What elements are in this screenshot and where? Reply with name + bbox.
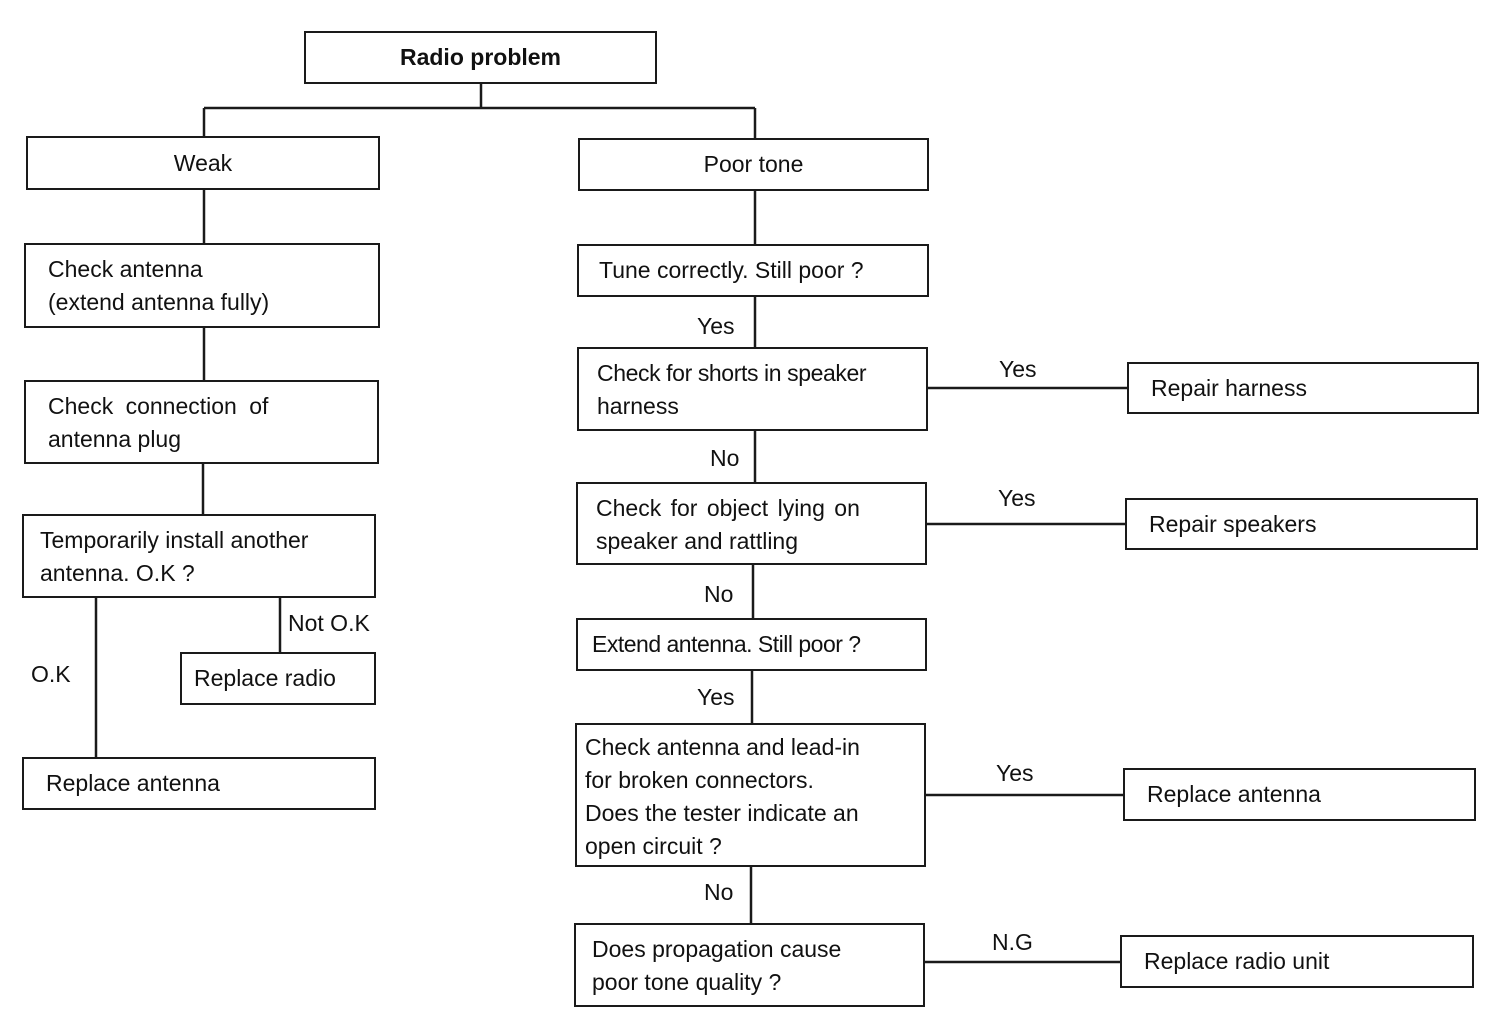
ng-label: N.G: [992, 929, 1033, 955]
check-object-line1: Check for object lying on: [596, 495, 860, 521]
repair-speakers-box: Repair speakers: [1125, 498, 1478, 550]
ok-label: O.K: [31, 661, 71, 687]
no-label-1: No: [710, 445, 740, 471]
check-lead-in-line4: open circuit ?: [585, 833, 722, 859]
check-connection-line2: antenna plug: [48, 426, 182, 452]
repair-harness-box: Repair harness: [1127, 362, 1479, 414]
check-object-line2: speaker and rattling: [596, 528, 799, 554]
repair-speakers-text: Repair speakers: [1149, 510, 1317, 537]
check-object-box: Check for object lying on speaker and ra…: [576, 482, 927, 565]
extend-antenna-text: Extend antenna. Still poor ?: [592, 631, 861, 657]
temp-install-antenna-box: Temporarily install another antenna. O.K…: [22, 514, 376, 598]
yes-label-5: Yes: [996, 760, 1034, 786]
no-label-2: No: [704, 581, 734, 607]
check-connection-box: Check connection of antenna plug: [24, 380, 379, 464]
propagation-line1: Does propagation cause: [592, 936, 842, 962]
no-label-3: No: [704, 879, 734, 905]
tune-correctly-box: Tune correctly. Still poor ?: [577, 244, 929, 297]
propagation-box: Does propagation cause poor tone quality…: [574, 923, 925, 1007]
temp-install-line2: antenna. O.K ?: [40, 560, 195, 586]
poor-tone-header-box: Poor tone: [578, 138, 929, 191]
check-shorts-line1: Check for shorts in speaker: [597, 360, 867, 386]
yes-label-1: Yes: [697, 313, 735, 339]
check-antenna-line2: (extend antenna fully): [48, 289, 270, 315]
weak-header-box: Weak: [26, 136, 380, 190]
propagation-line2: poor tone quality ?: [592, 969, 782, 995]
check-antenna-line1: Check antenna: [48, 256, 203, 282]
extend-antenna-box: Extend antenna. Still poor ?: [576, 618, 927, 671]
poor-tone-header-text: Poor tone: [703, 151, 804, 177]
replace-antenna-weak-box: Replace antenna: [22, 757, 376, 810]
repair-harness-text: Repair harness: [1151, 374, 1307, 401]
temp-install-line1: Temporarily install another: [40, 527, 309, 553]
replace-antenna-tone-text: Replace antenna: [1147, 781, 1321, 807]
tune-correctly-text: Tune correctly. Still poor ?: [599, 257, 864, 283]
replace-radio-text: Replace radio: [194, 665, 336, 691]
check-lead-in-line2: for broken connectors.: [585, 767, 814, 793]
replace-radio-unit-box: Replace radio unit: [1120, 935, 1474, 988]
check-lead-in-line1: Check antenna and lead-in: [585, 734, 860, 760]
not-ok-label: Not O.K: [288, 610, 370, 636]
yes-label-4: Yes: [697, 684, 735, 710]
replace-antenna-tone-box: Replace antenna: [1123, 768, 1476, 821]
check-lead-in-line3: Does the tester indicate an: [585, 800, 859, 826]
replace-radio-unit-text: Replace radio unit: [1144, 948, 1330, 974]
replace-radio-box: Replace radio: [180, 652, 376, 705]
root-title: Radio problem: [399, 44, 561, 70]
check-lead-in-box: Check antenna and lead-in for broken con…: [575, 723, 926, 867]
check-shorts-line2: harness: [597, 393, 679, 419]
check-connection-line1: Check connection of: [48, 393, 269, 419]
check-shorts-box: Check for shorts in speaker harness: [577, 347, 928, 431]
check-antenna-box: Check antenna (extend antenna fully): [24, 243, 380, 328]
weak-header-text: Weak: [173, 149, 233, 176]
yes-label-2: Yes: [999, 356, 1037, 382]
yes-label-3: Yes: [998, 485, 1036, 511]
root-radio-problem: Radio problem: [304, 31, 657, 84]
replace-antenna-weak-text: Replace antenna: [46, 770, 220, 796]
